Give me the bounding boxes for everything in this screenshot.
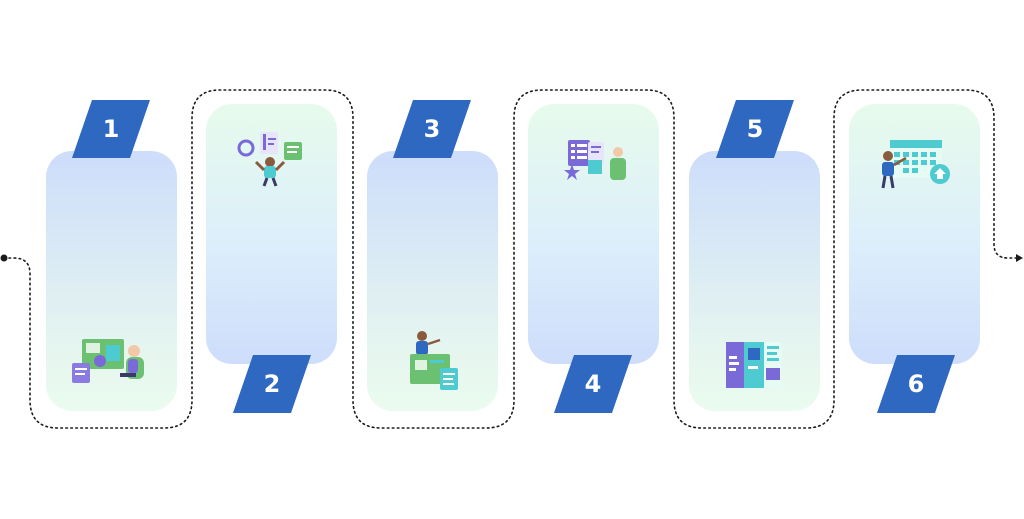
step-2-badge: 2 <box>233 355 311 413</box>
person-calendar-icon <box>881 140 950 189</box>
step-3-number: 3 <box>423 115 441 143</box>
person-review-board-icon <box>564 140 626 180</box>
desk-workspace-person-icon <box>72 339 144 383</box>
step-2-number: 2 <box>263 370 281 398</box>
document-columns-icon <box>726 342 782 388</box>
step-1-number: 1 <box>102 115 120 143</box>
step-3-badge: 3 <box>393 100 471 158</box>
step-5-number: 5 <box>746 115 764 143</box>
step-5-badge: 5 <box>716 100 794 158</box>
person-with-charts-icon <box>237 132 302 187</box>
step-1-badge: 1 <box>72 100 150 158</box>
step-4-badge: 4 <box>554 355 632 413</box>
step-4-number: 4 <box>584 370 602 398</box>
connector-arrowhead <box>1016 254 1023 262</box>
step-6-badge: 6 <box>877 355 955 413</box>
connector-start-dot <box>0 254 8 262</box>
step-6-number: 6 <box>907 370 925 398</box>
person-pointing-documents-icon <box>410 331 458 390</box>
